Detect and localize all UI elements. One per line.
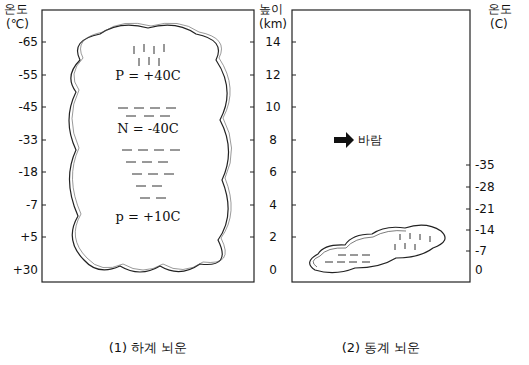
temp-value: +30	[13, 263, 38, 277]
charge-label: p = +10C	[116, 209, 181, 224]
height-value: 12	[265, 68, 280, 82]
wind-arrow	[334, 132, 354, 148]
temp-value: -28	[475, 180, 495, 194]
height-value: 6	[269, 165, 277, 179]
temp-value: -55	[18, 68, 38, 82]
height-value: 8	[269, 133, 277, 147]
temp-value: -33	[18, 133, 38, 147]
temp-value: -14	[475, 223, 495, 237]
charge-label: N = -40C	[117, 121, 178, 136]
height-value: 4	[269, 198, 277, 212]
axis-title: 온도	[488, 2, 512, 16]
temp-value: -18	[18, 165, 38, 179]
charge-label: P = +40C	[115, 68, 180, 83]
temp-value: +5	[20, 230, 38, 244]
cloud-outline	[60, 20, 236, 276]
wind-label: 바람	[358, 133, 382, 147]
height-value: 10	[265, 100, 280, 114]
temp-value: -7	[26, 198, 38, 212]
panel-frame	[42, 10, 254, 282]
temp-value: -21	[475, 202, 495, 216]
axis-unit: (℃)	[6, 17, 29, 31]
temp-value: -65	[18, 35, 38, 49]
temp-value: -7	[475, 244, 487, 258]
thundercloud: P = +40C N = -40C p = +10C	[60, 20, 236, 276]
panel-caption: (2) 동계 뇌운	[342, 341, 421, 355]
height-value: 0	[269, 263, 277, 277]
height-value: 14	[265, 35, 280, 49]
temp-value: 0	[475, 263, 483, 277]
temp-value: -35	[475, 158, 495, 172]
axis-title: 온도	[4, 2, 28, 16]
axis-unit: (km)	[259, 17, 287, 31]
axis-title: 높이	[259, 2, 283, 16]
panel-frame	[292, 10, 470, 282]
winter-cloud	[310, 225, 445, 272]
axis-unit: (C)	[490, 17, 508, 31]
height-value: 2	[269, 230, 277, 244]
temp-value: -45	[18, 100, 38, 114]
panel-caption: (1) 하계 뇌운	[109, 341, 188, 355]
